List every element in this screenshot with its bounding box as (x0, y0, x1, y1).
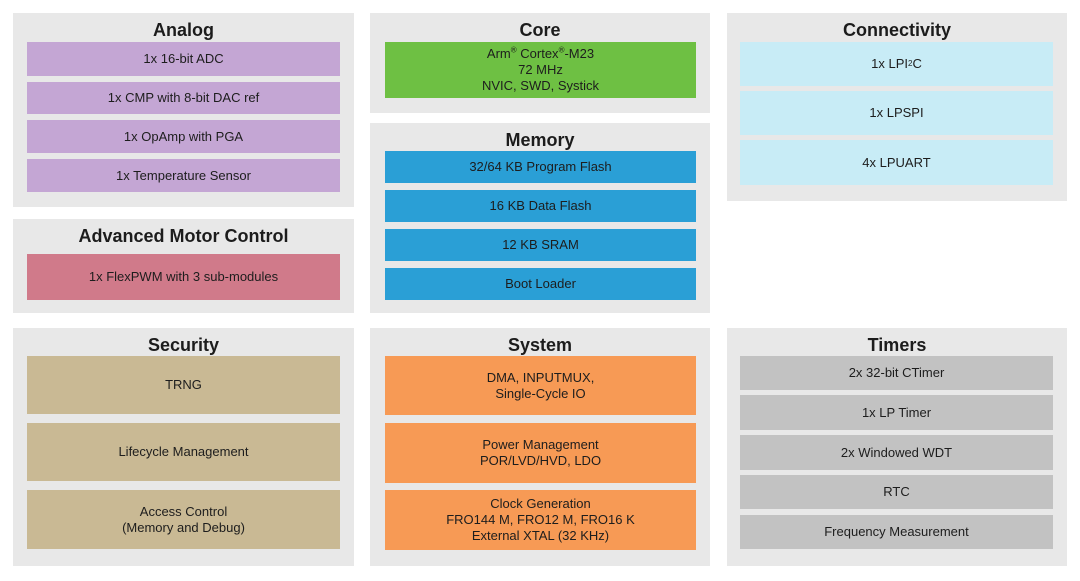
memory-sram: 12 KB SRAM (385, 229, 696, 261)
system-title: System (507, 335, 573, 355)
analog-adc: 1x 16-bit ADC (27, 42, 340, 76)
security-title: Security (147, 335, 220, 355)
analog-opamp: 1x OpAmp with PGA (27, 120, 340, 153)
security-group: Security TRNG Lifecycle Management Acces… (13, 328, 354, 566)
core-group: Core Arm® Cortex®-M23 72 MHz NVIC, SWD, … (370, 13, 710, 113)
memory-title: Memory (505, 130, 575, 150)
connectivity-title: Connectivity (842, 20, 952, 40)
system-dma: DMA, INPUTMUX, Single-Cycle IO (385, 356, 696, 415)
analog-title: Analog (153, 20, 214, 40)
system-clock-generation: Clock Generation FRO144 M, FRO12 M, FRO1… (385, 490, 696, 550)
security-access-control: Access Control (Memory and Debug) (27, 490, 340, 549)
core-cpu: Arm® Cortex®-M23 72 MHz NVIC, SWD, Systi… (385, 42, 696, 98)
security-lifecycle: Lifecycle Management (27, 423, 340, 481)
analog-temp-sensor: 1x Temperature Sensor (27, 159, 340, 192)
timers-frequency-measurement: Frequency Measurement (740, 515, 1053, 549)
connectivity-lpspi: 1x LPSPI (740, 91, 1053, 135)
core-cpu-name: Arm® Cortex®-M23 (486, 45, 595, 61)
motor-title: Advanced Motor Control (78, 226, 289, 246)
motor-group: Advanced Motor Control 1x FlexPWM with 3… (13, 219, 354, 313)
security-trng: TRNG (27, 356, 340, 414)
system-group: System DMA, INPUTMUX, Single-Cycle IO Po… (370, 328, 710, 566)
memory-data-flash: 16 KB Data Flash (385, 190, 696, 222)
timers-group: Timers 2x 32-bit CTimer 1x LP Timer 2x W… (727, 328, 1067, 566)
analog-group: Analog 1x 16-bit ADC 1x CMP with 8-bit D… (13, 13, 354, 207)
system-power-management: Power Management POR/LVD/HVD, LDO (385, 423, 696, 483)
memory-boot-loader: Boot Loader (385, 268, 696, 300)
timers-title: Timers (867, 335, 927, 355)
timers-ctimer: 2x 32-bit CTimer (740, 356, 1053, 390)
memory-program-flash: 32/64 KB Program Flash (385, 151, 696, 183)
timers-rtc: RTC (740, 475, 1053, 509)
connectivity-lpuart: 4x LPUART (740, 140, 1053, 185)
timers-lp-timer: 1x LP Timer (740, 395, 1053, 430)
memory-group: Memory 32/64 KB Program Flash 16 KB Data… (370, 123, 710, 313)
core-title: Core (519, 20, 561, 40)
core-frequency: 72 MHz (518, 62, 563, 77)
motor-flexpwm: 1x FlexPWM with 3 sub-modules (27, 254, 340, 300)
analog-cmp: 1x CMP with 8-bit DAC ref (27, 82, 340, 114)
core-peripherals: NVIC, SWD, Systick (481, 78, 599, 93)
timers-windowed-wdt: 2x Windowed WDT (740, 435, 1053, 470)
